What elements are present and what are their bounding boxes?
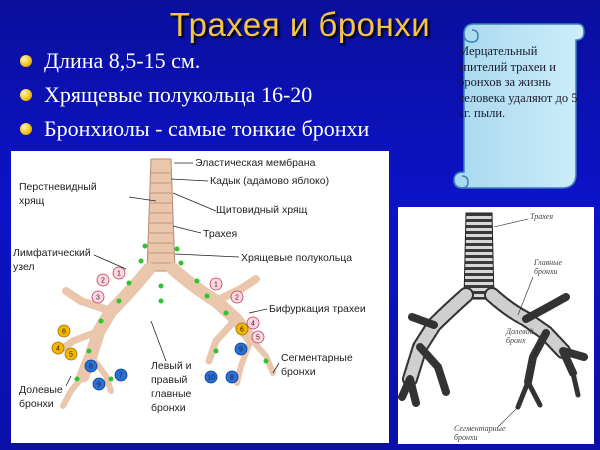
label-cartilage-rings: Хрящевые полукольца (241, 252, 352, 264)
bullet-rings: Хрящевые полукольца 16-20 (18, 78, 369, 112)
photo-label-main-2: бронхи (534, 267, 558, 276)
label-lobar-1: Долевые (19, 384, 63, 396)
label-segmental-1: Сегментарные (281, 352, 353, 364)
label-main-1: Левый и (151, 360, 192, 372)
label-trachea: Трахея (203, 228, 237, 240)
label-lymph-2: узел (13, 261, 35, 273)
svg-text:8: 8 (230, 375, 234, 382)
bronchi-illustration: Трахея Главные бронхи Долевой бронх Сегм… (398, 207, 594, 444)
label-lymph-1: Лимфатический (13, 247, 91, 259)
svg-text:10: 10 (207, 375, 215, 382)
label-cricoid-2: хрящ (19, 195, 45, 207)
label-bifurcation: Бифуркация трахеи (269, 303, 366, 315)
photo-label-lobar-2: бронх (506, 336, 526, 345)
label-adams-apple: Кадык (адамово яблоко) (210, 175, 329, 187)
label-main-3: главные (151, 388, 191, 400)
label-main-4: бронхи (151, 402, 186, 414)
svg-text:8: 8 (89, 364, 93, 371)
bullet-bronchioles: Бронхиолы - самые тонкие бронхи (18, 112, 369, 146)
svg-text:3: 3 (96, 295, 100, 302)
photo-label-segm-1: Сегментарные (454, 424, 506, 433)
svg-text:4: 4 (56, 346, 60, 353)
svg-text:6: 6 (62, 329, 66, 336)
label-lobar-2: бронхи (19, 398, 54, 410)
svg-text:1: 1 (214, 282, 218, 289)
illustrated-bronchial-tree (398, 212, 588, 410)
note-text: Мерцательный эпителий трахеи и бронхов з… (458, 44, 578, 120)
label-main-2: правый (151, 374, 187, 386)
bullet-list: Длина 8,5-15 см. Хрящевые полукольца 16-… (18, 44, 369, 146)
svg-text:6: 6 (240, 327, 244, 334)
label-thyroid-cartilage: Щитовидный хрящ (216, 204, 308, 216)
leader-lines (65, 162, 280, 387)
lymph-nodes (74, 243, 269, 382)
photo-label-lobar-1: Долевой (505, 327, 534, 336)
note-scroll (453, 23, 585, 189)
svg-text:5: 5 (256, 335, 260, 342)
svg-text:2: 2 (101, 278, 105, 285)
photo-label-main-1: Главные (533, 258, 563, 267)
svg-text:9: 9 (239, 347, 243, 354)
slide-title: Трахея и бронхи (169, 6, 431, 43)
svg-text:4: 4 (251, 321, 255, 328)
svg-text:1: 1 (117, 271, 121, 278)
svg-text:5: 5 (69, 352, 73, 359)
svg-text:9: 9 (97, 382, 101, 389)
bullet-length: Длина 8,5-15 см. (18, 44, 369, 78)
illustration-leader-lines (493, 218, 541, 428)
label-elastic-membrane: Эластическая мембрана (195, 157, 316, 169)
photo-label-trachea: Трахея (530, 212, 553, 221)
svg-text:7: 7 (119, 373, 123, 380)
photo-label-segm-2: бронхи (454, 433, 478, 442)
label-segmental-2: бронхи (281, 366, 316, 378)
label-cricoid-1: Перстневидный (19, 181, 97, 193)
svg-text:2: 2 (235, 295, 239, 302)
